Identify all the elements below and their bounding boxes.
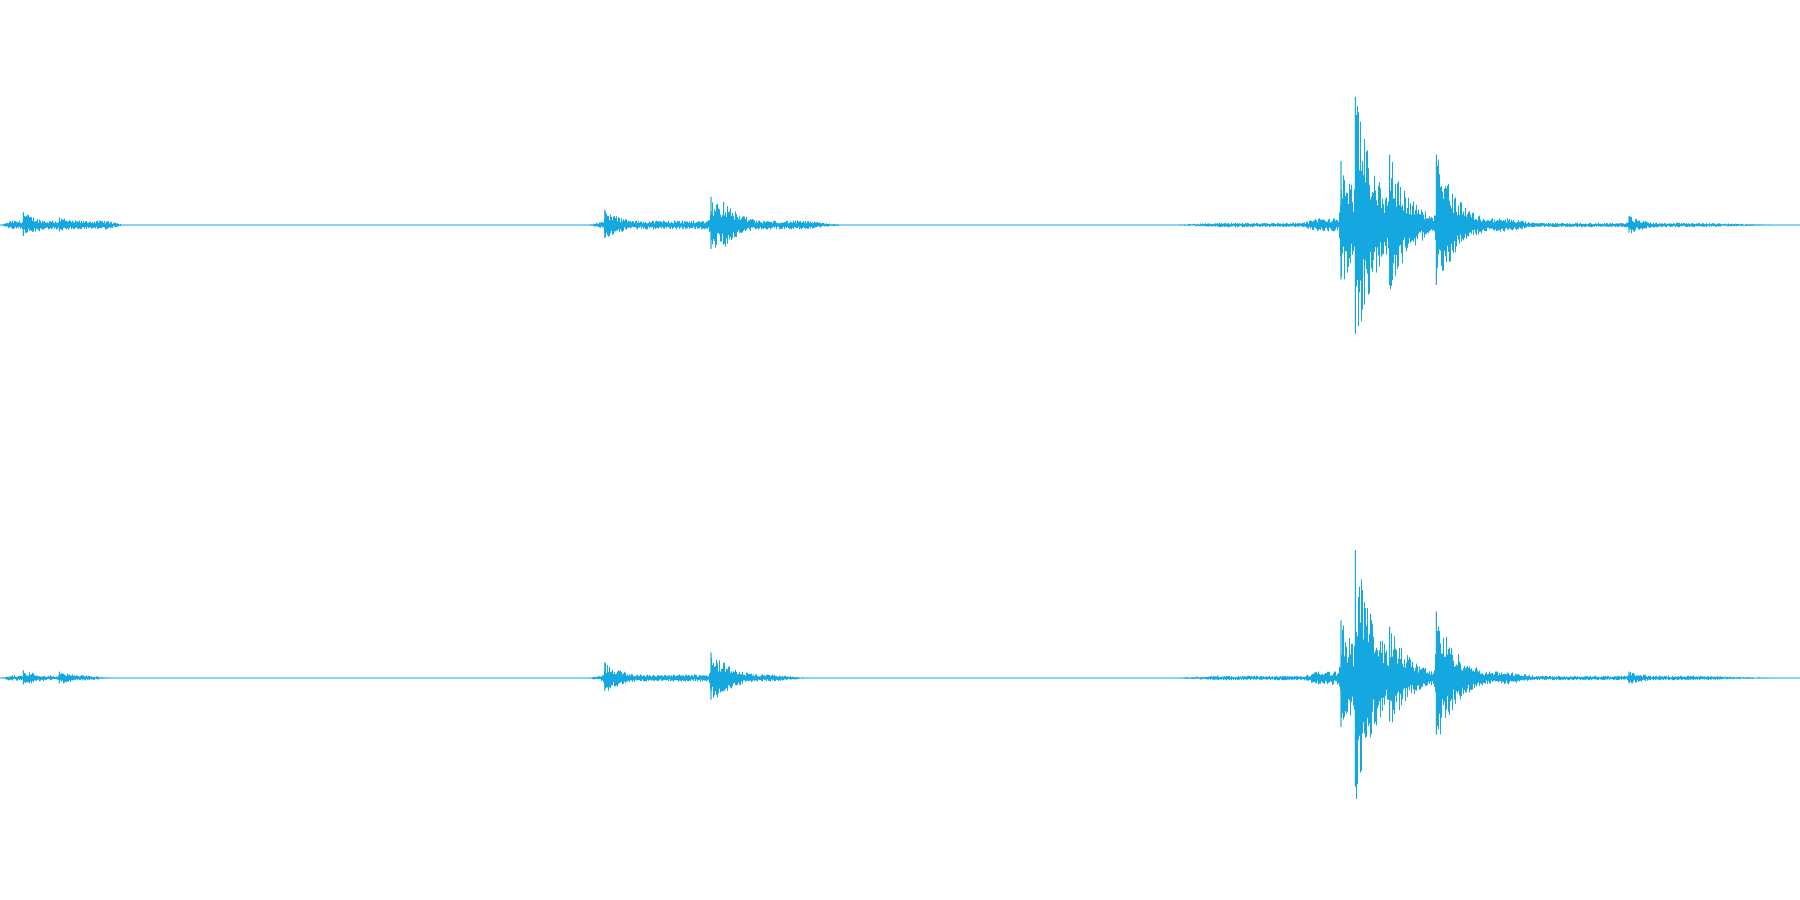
waveform-channel-2 (0, 550, 1800, 799)
waveform-amplitude-channel-1 (0, 106, 1798, 327)
waveform-channel-1 (0, 97, 1800, 334)
waveform-amplitude-channel-2 (0, 579, 1800, 799)
